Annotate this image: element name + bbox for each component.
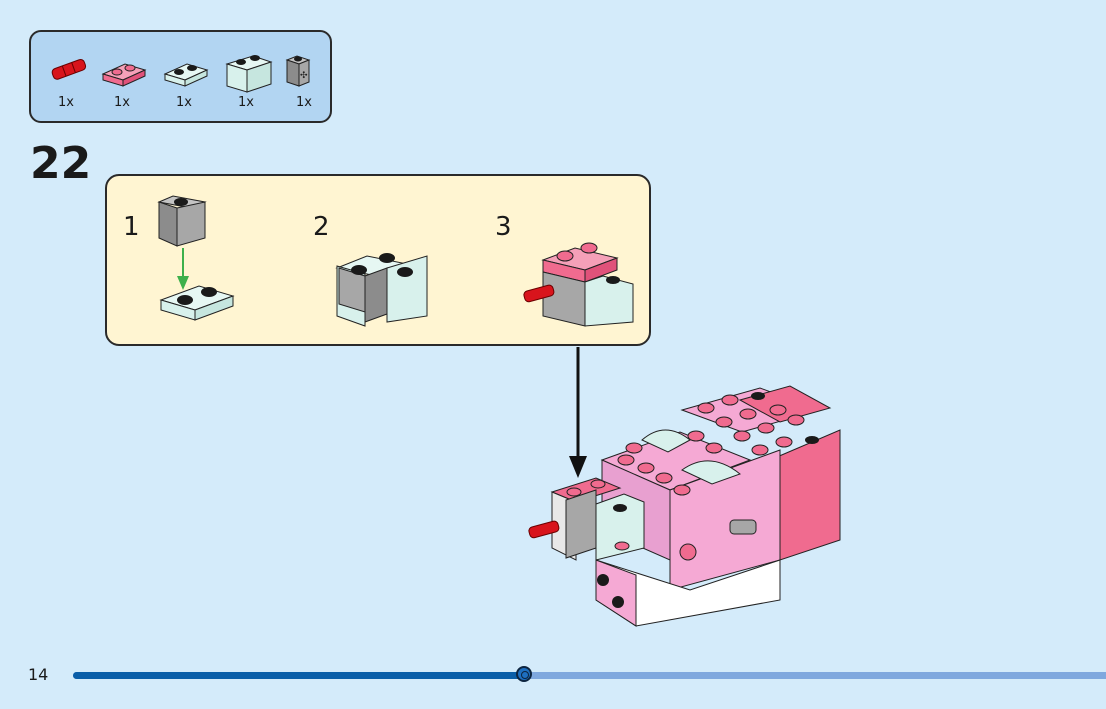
part-qty: 1x [114, 95, 130, 110]
substep-number: 3 [495, 212, 512, 242]
progress-track [73, 666, 1106, 682]
red-pin-connector-icon [51, 58, 87, 80]
part-qty: 1x [176, 95, 192, 110]
parts-list-panel: 1x 1x 1x 1x [29, 30, 332, 123]
down-arrowhead [569, 456, 587, 478]
mint-plate-icon [163, 63, 209, 87]
part-item: ✣ 1x [281, 42, 341, 112]
svg-text:✣: ✣ [300, 71, 308, 81]
step-number: 22 [30, 138, 92, 189]
part-item: 1x [99, 42, 159, 112]
substep-1-illustration [157, 195, 235, 321]
substeps-panel: 1 2 3 [105, 174, 651, 346]
part-qty: 1x [58, 95, 74, 110]
mint-brick-icon [225, 55, 273, 93]
part-item: 1x [43, 42, 103, 112]
page-number: 14 [28, 665, 49, 684]
part-item: 1x [161, 42, 221, 112]
gray-axle-brick-icon: ✣ [285, 55, 311, 87]
progress-knob [516, 666, 533, 682]
substep-illustrations [157, 195, 634, 327]
assembled-model-illustration [528, 385, 841, 627]
red-pin-connector-icon [523, 284, 555, 303]
part-qty: 1x [238, 95, 254, 110]
part-item: 1x [223, 42, 283, 112]
substep-2-illustration [335, 253, 428, 327]
part-qty: 1x [296, 95, 312, 110]
green-arrowhead [177, 276, 189, 290]
substep-number: 1 [123, 212, 140, 242]
progress-fill [73, 672, 525, 679]
substep-3-illustration [523, 242, 634, 327]
substep-number: 2 [313, 212, 330, 242]
pink-plate-icon [101, 63, 147, 87]
